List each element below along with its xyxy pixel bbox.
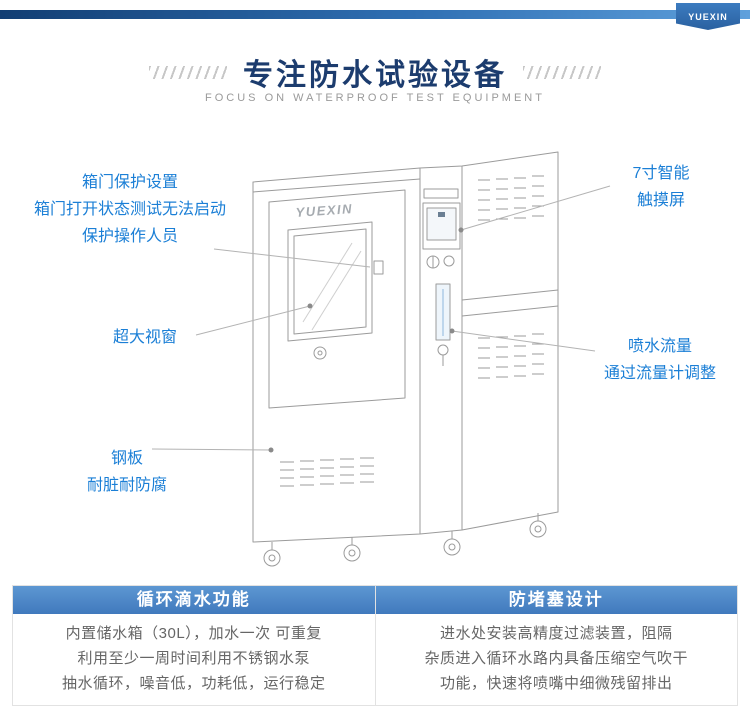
side-vents-bottom bbox=[478, 333, 544, 379]
machine-door bbox=[268, 189, 406, 409]
brand-badge: YUEXIN bbox=[676, 3, 740, 30]
top-gradient-bar bbox=[0, 10, 750, 19]
title-hatch-right-icon bbox=[523, 65, 601, 79]
features-section: 循环滴水功能 内置储水箱（30L），加水一次 可重复 利用至少一周时间利用不锈钢… bbox=[12, 585, 738, 706]
machine-window bbox=[287, 221, 373, 342]
feature-col-right: 防堵塞设计 进水处安装高精度过滤装置，阻隔 杂质进入循环水路内具备压缩空气吹干 … bbox=[375, 586, 737, 705]
side-vents-top bbox=[478, 175, 544, 221]
brand-badge-text: YUEXIN bbox=[688, 11, 728, 22]
front-vents bbox=[280, 457, 374, 487]
callout-steel-plate: 钢板 耐脏耐防腐 bbox=[86, 450, 167, 494]
feature-col-left: 循环滴水功能 内置储水箱（30L），加水一次 可重复 利用至少一周时间利用不锈钢… bbox=[13, 586, 375, 705]
callout-flow-meter: 喷水流量 通过流量计调整 bbox=[603, 338, 716, 382]
title-row: 专注防水试验设备 bbox=[0, 50, 750, 94]
callout-touchscreen: 7寸智能 触摸屏 bbox=[632, 165, 690, 209]
callout-lines bbox=[151, 185, 611, 451]
touchscreen-panel bbox=[422, 202, 461, 250]
machine-brand-text: YUEXIN bbox=[295, 201, 353, 220]
page-title: 专注防水试验设备 bbox=[243, 59, 507, 92]
door-handle bbox=[373, 260, 384, 275]
feature-left-title: 循环滴水功能 bbox=[13, 586, 375, 614]
page-subtitle: FOCUS ON WATERPROOF TEST EQUIPMENT bbox=[205, 92, 545, 104]
feature-left-body: 内置储水箱（30L），加水一次 可重复 利用至少一周时间利用不锈钢水泵 抽水循环… bbox=[61, 625, 326, 692]
feature-divider bbox=[374, 586, 376, 705]
callout-door-protection: 箱门保护设置 箱门打开状态测试无法启动 保护操作人员 bbox=[33, 174, 226, 245]
callout-window: 超大视窗 bbox=[112, 329, 177, 346]
feature-right-title: 防堵塞设计 bbox=[375, 586, 737, 614]
door-latch bbox=[313, 346, 327, 360]
title-hatch-left-icon bbox=[149, 65, 227, 79]
feature-right-body: 进水处安装高精度过滤装置，阻隔 杂质进入循环水路内具备压缩空气吹干 功能，快速将… bbox=[424, 625, 688, 692]
callout-dots bbox=[268, 227, 464, 453]
caster-wheels bbox=[263, 520, 547, 567]
